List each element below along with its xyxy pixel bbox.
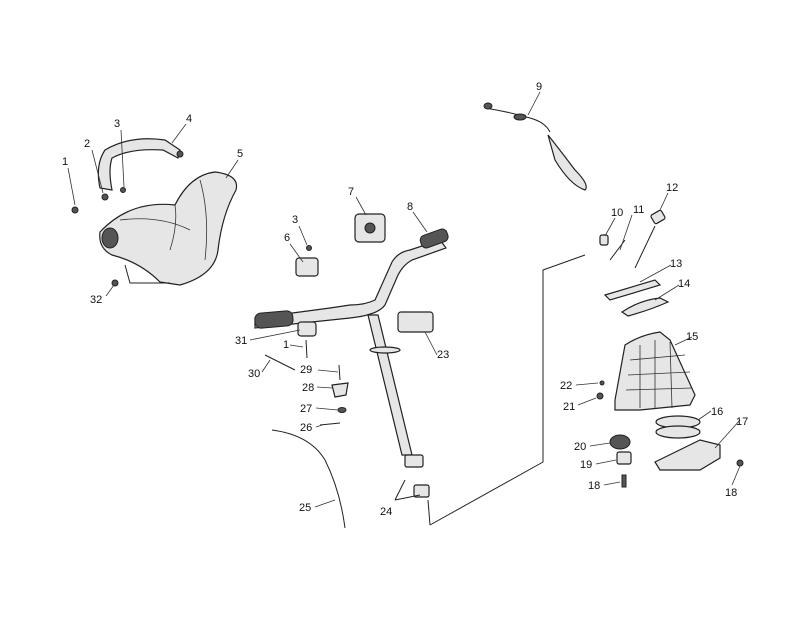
callout-23: 23 xyxy=(437,349,449,361)
leader-bracket-24 xyxy=(394,479,431,526)
callout-9: 9 xyxy=(536,81,542,93)
callout-11: 11 xyxy=(633,204,644,216)
callout-18b: 18 xyxy=(725,487,737,499)
handlebar xyxy=(254,228,449,329)
callout-30: 30 xyxy=(248,368,260,380)
small-hardware xyxy=(264,245,349,426)
callout-21: 21 xyxy=(563,401,575,413)
steering-column xyxy=(367,311,434,498)
callout-13: 13 xyxy=(670,258,682,270)
callout-3: 3 xyxy=(114,118,120,130)
callout-31: 31 xyxy=(235,335,247,347)
leader-lines xyxy=(67,91,741,508)
switch-housing xyxy=(354,213,386,243)
callout-15: 15 xyxy=(686,331,698,343)
callout-16: 16 xyxy=(711,406,723,418)
callout-10: 10 xyxy=(611,207,623,219)
safety-lanyard xyxy=(483,102,587,191)
callout-19: 19 xyxy=(580,459,592,471)
callout-22: 22 xyxy=(560,380,572,392)
grab-handle xyxy=(71,138,184,287)
seat-shroud xyxy=(99,171,238,286)
throttle-cable xyxy=(271,429,346,529)
callout-1b: 1 xyxy=(283,339,289,351)
callout-29: 29 xyxy=(300,364,312,376)
steering-bracket xyxy=(614,331,696,411)
callout-12: 12 xyxy=(666,182,678,194)
callout-25: 25 xyxy=(299,502,311,514)
callout-14: 14 xyxy=(678,278,690,290)
callout-28: 28 xyxy=(302,382,314,394)
callout-2: 2 xyxy=(84,138,90,150)
callout-7: 7 xyxy=(348,186,354,198)
callout-6: 6 xyxy=(284,232,290,244)
callout-27: 27 xyxy=(300,403,312,415)
callout-8: 8 xyxy=(407,201,413,213)
callout-24: 24 xyxy=(380,506,392,518)
callout-5: 5 xyxy=(237,148,243,160)
callout-3b: 3 xyxy=(292,214,298,226)
callout-1: 1 xyxy=(62,156,68,168)
callout-17: 17 xyxy=(736,416,748,428)
callout-26: 26 xyxy=(300,422,312,434)
leader-guide-line xyxy=(429,254,586,526)
callout-4: 4 xyxy=(186,113,192,125)
callout-18: 18 xyxy=(588,480,600,492)
callout-20: 20 xyxy=(574,441,586,453)
callout-32: 32 xyxy=(90,294,102,306)
lower-bracket-parts xyxy=(596,380,744,488)
callout-numbers: 1 2 3 4 5 32 9 10 11 12 13 14 3 6 7 8 31… xyxy=(62,81,748,518)
upper-right-parts xyxy=(599,209,670,317)
